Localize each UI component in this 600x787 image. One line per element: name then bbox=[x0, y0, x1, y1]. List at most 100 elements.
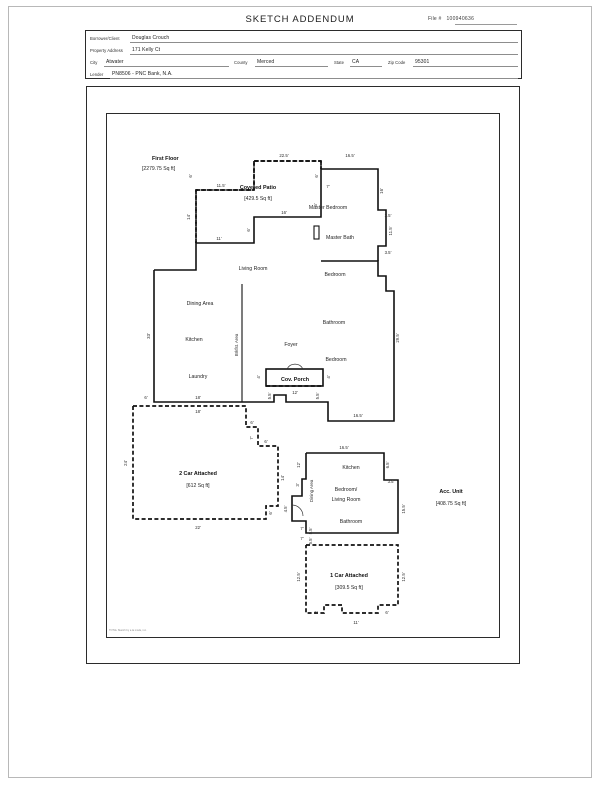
dim-porch-5-5b: 5.5' bbox=[315, 392, 320, 399]
file-number-label: File # bbox=[428, 16, 442, 22]
garage2-area: [612 Sq ft] bbox=[186, 483, 210, 489]
room-kitchen: Kitchen bbox=[185, 337, 202, 343]
first-floor-label: First Floor bbox=[152, 156, 180, 162]
room-master-bath: Master Bath bbox=[326, 235, 354, 241]
state-label: State bbox=[334, 59, 345, 65]
county-label: County bbox=[234, 59, 248, 65]
dim-acc-16-5: 16.5' bbox=[339, 445, 348, 450]
dim-g1-6b: 6' bbox=[385, 610, 388, 615]
room-dining-area: Dining Area bbox=[187, 301, 214, 307]
borrower-label: Borrower/Client bbox=[90, 35, 120, 41]
file-number-value: 100940636 bbox=[446, 16, 475, 22]
dim-g1-11: 11' bbox=[353, 620, 358, 625]
county-value[interactable]: Merced bbox=[257, 58, 275, 65]
page-title: SKETCH ADDENDUM bbox=[245, 14, 355, 25]
form-row-address: Property Address 171 Kelly Ct bbox=[86, 43, 521, 55]
dim-patio-top: 22.5' bbox=[279, 153, 288, 158]
dim-patio-7: 7' bbox=[326, 184, 329, 189]
lender-label: Lender bbox=[90, 71, 104, 77]
first-floor-area: [2279.75 Sq ft] bbox=[142, 166, 176, 172]
dim-g1-12-5a: 12.5' bbox=[296, 572, 301, 581]
dim-bot-6: 6' bbox=[144, 395, 147, 400]
city-rule bbox=[104, 65, 229, 67]
garage1-label: 1 Car Attached bbox=[330, 573, 368, 579]
dim-acc-7a: 7' bbox=[300, 526, 303, 531]
dim-ff-14: 14' bbox=[186, 214, 191, 220]
room-master-bedroom: Master Bedroom bbox=[309, 205, 347, 211]
sketch-credit: TOTAL Sketch by a la mode, inc. bbox=[109, 628, 147, 632]
state-rule bbox=[350, 65, 382, 67]
dim-bot-18b: 18' bbox=[195, 409, 201, 414]
lender-value[interactable]: PN8506 - PNC Bank, N.A. bbox=[112, 70, 173, 77]
form-row-lender: Lender PN8506 - PNC Bank, N.A. bbox=[86, 67, 521, 79]
dim-porch-12: 12' bbox=[292, 390, 298, 395]
dim-ff-16-top: 16' bbox=[281, 210, 287, 215]
acc-unit-label: Acc. Unit bbox=[439, 489, 463, 495]
dim-acc-5-5a: 5.5' bbox=[308, 527, 313, 534]
acc-bed: Bedroom/ bbox=[335, 487, 358, 493]
acc-living: Living Room bbox=[332, 497, 361, 503]
dim-acc-3-5: 3.5' bbox=[388, 479, 395, 484]
covered-patio-area: [429.5 Sq ft] bbox=[244, 196, 272, 202]
dim-ff-11: 11' bbox=[216, 236, 221, 241]
zip-value[interactable]: 95301 bbox=[415, 58, 430, 65]
city-value[interactable]: Atwater bbox=[106, 58, 124, 65]
dim-ff-11-5: 11.5' bbox=[217, 183, 226, 188]
header-form: Borrower/Client Douglas Crouch Property … bbox=[85, 30, 522, 79]
address-value[interactable]: 171 Kelly Ct bbox=[132, 46, 161, 53]
dim-ff-6a: 6' bbox=[246, 228, 251, 231]
covered-patio-label: Covered Patio bbox=[240, 185, 277, 191]
dim-porch-4: 4' bbox=[256, 375, 261, 378]
room-bathroom-1: Bathroom bbox=[323, 320, 346, 326]
file-number-rule bbox=[455, 24, 517, 25]
county-rule bbox=[255, 65, 328, 67]
dim-g2-6b: 6' bbox=[264, 439, 267, 444]
acc-kitchen: Kitchen bbox=[342, 465, 359, 471]
dim-patio-left-6: 6' bbox=[188, 174, 193, 177]
room-laundry: Laundry bbox=[189, 374, 208, 380]
address-rule bbox=[130, 53, 518, 55]
city-label: City bbox=[90, 59, 98, 65]
room-brkfst-area: Brkfst. Area bbox=[234, 333, 239, 356]
dim-porch-5-5a: 5.5' bbox=[267, 392, 272, 399]
borrower-value[interactable]: Douglas Crouch bbox=[132, 34, 170, 41]
dim-g2-14: 14' bbox=[280, 475, 285, 481]
address-label: Property Address bbox=[90, 47, 123, 53]
dim-g1-12-5b: 12.5' bbox=[401, 572, 406, 581]
dim-acc-5-5b: 5.5' bbox=[308, 537, 313, 544]
dim-mb-3-5-a: 3.5' bbox=[385, 213, 392, 218]
form-row-city: City Atwater County Merced State CA Zip … bbox=[86, 55, 521, 67]
form-row-borrower: Borrower/Client Douglas Crouch bbox=[86, 31, 521, 43]
state-value[interactable]: CA bbox=[352, 58, 360, 65]
dim-master-16: 16' bbox=[379, 188, 384, 194]
dim-acc-6-5: 6.5' bbox=[385, 461, 390, 468]
dim-porch-4b: 4' bbox=[326, 375, 331, 378]
room-living-room: Living Room bbox=[239, 266, 268, 272]
room-foyer: Foyer bbox=[284, 342, 298, 348]
room-bedroom-2: Bedroom bbox=[325, 357, 346, 363]
dim-g2-22: 22' bbox=[195, 525, 201, 530]
dim-acc-15-5: 15.5' bbox=[401, 504, 406, 513]
dim-mb-11-5: 11.5' bbox=[388, 226, 393, 235]
floor-plan-sketch: First Floor [2279.75 Sq ft] Covered Pati… bbox=[106, 113, 500, 638]
dim-acc-12: 12' bbox=[296, 462, 301, 468]
dim-right-29-5: 29.5' bbox=[395, 333, 400, 342]
garage2-label: 2 Car Attached bbox=[179, 471, 217, 477]
dim-patio-right-6: 6' bbox=[314, 174, 319, 177]
dim-g2-6c: 6' bbox=[268, 511, 273, 514]
room-cov-porch: Cov. Porch bbox=[281, 377, 309, 383]
dim-bot-18a: 18' bbox=[195, 395, 201, 400]
lender-rule bbox=[110, 77, 518, 79]
dim-g1-6a: 6' bbox=[314, 610, 317, 615]
garage1-area: [309.5 Sq ft] bbox=[335, 585, 363, 591]
dim-acc-7b: 7' bbox=[300, 536, 303, 541]
dim-mb-3-5-b: 3.5' bbox=[385, 250, 392, 255]
zip-rule bbox=[413, 65, 518, 67]
dim-acc-3: 3' bbox=[295, 483, 300, 486]
dim-ff-6b: 6' bbox=[313, 203, 318, 206]
drawing-frame-inner bbox=[106, 113, 500, 638]
zip-label: Zip Code bbox=[388, 59, 406, 65]
acc-dining: Dining Area bbox=[309, 479, 314, 502]
file-number: File # 100940636 bbox=[428, 16, 474, 22]
room-bedroom-1: Bedroom bbox=[324, 272, 345, 278]
